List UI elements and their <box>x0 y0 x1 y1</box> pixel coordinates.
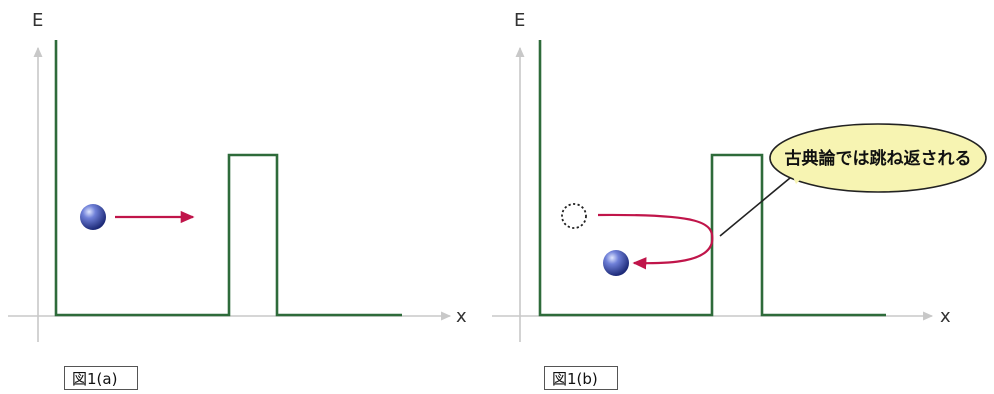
particle-ball-a <box>80 204 106 230</box>
y-axis-label-b: E <box>514 10 525 31</box>
callout-pointer-line <box>719 177 791 237</box>
caption-figure-a: 図1(a) <box>64 366 138 390</box>
potential-barrier-b <box>538 40 886 317</box>
initial-position-marker-b <box>561 203 587 229</box>
particle-ball-b <box>603 250 629 276</box>
y-axis-label-a: E <box>32 10 43 31</box>
x-axis-label-b: x <box>940 306 951 327</box>
figure-a: E x <box>8 10 467 342</box>
callout-text: 古典論では跳ね返される <box>785 148 972 169</box>
figure-b: E x 古典論では跳ね返される <box>492 10 987 342</box>
x-axis-label-a: x <box>456 306 467 327</box>
reflected-path-arrow-b <box>597 213 714 270</box>
potential-barrier-a <box>54 40 402 317</box>
caption-figure-b: 図1(b) <box>544 366 618 390</box>
callout-bubble: 古典論では跳ね返される <box>769 123 987 193</box>
